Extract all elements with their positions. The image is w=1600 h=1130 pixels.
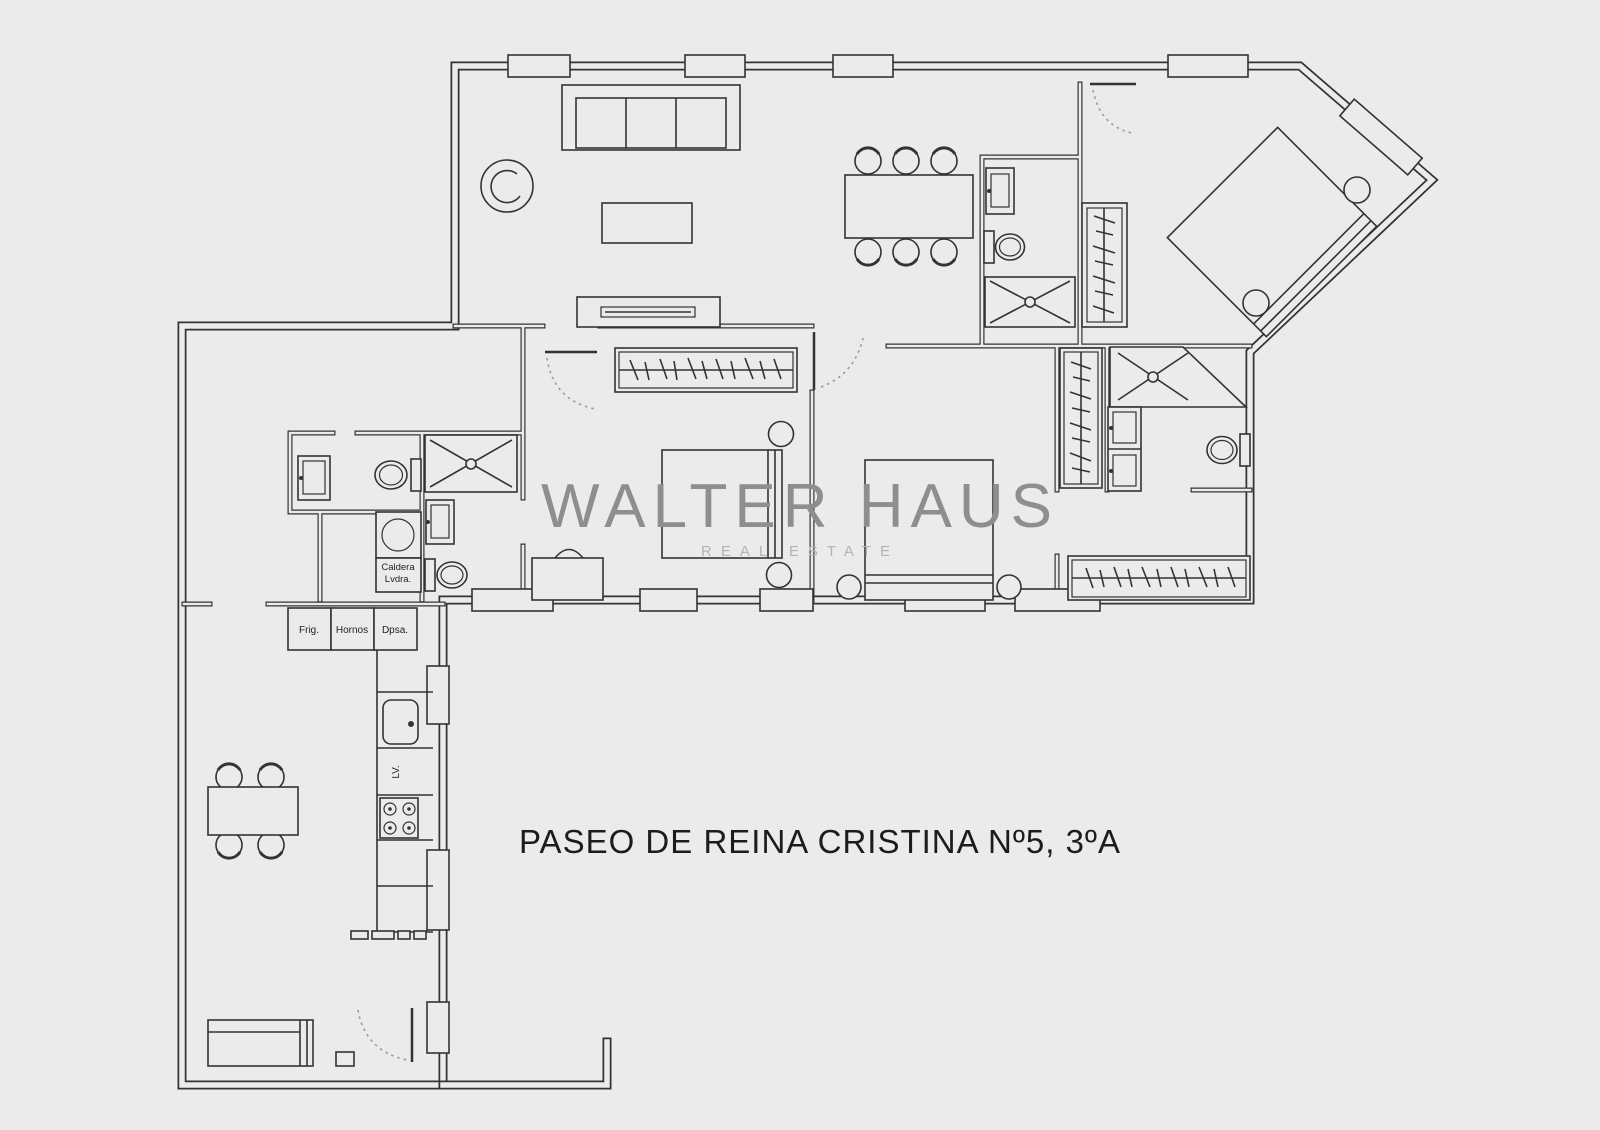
dining-chairs: [854, 146, 958, 267]
toilet: [424, 558, 468, 592]
armchair: [480, 159, 534, 213]
window: [684, 54, 746, 78]
master-bedroom: [1166, 126, 1378, 338]
window: [426, 665, 450, 725]
coffee-table: [601, 202, 693, 244]
nightstand: [767, 420, 795, 448]
nightstand: [1242, 289, 1270, 317]
dining-table: [844, 174, 974, 239]
fridge-label: Frig.: [299, 625, 319, 636]
wardrobe: [614, 347, 798, 393]
oven-label: Hornos: [336, 625, 368, 636]
appliance-cabinets: Frig. Hornos Dpsa.: [287, 607, 418, 651]
window: [759, 588, 814, 612]
sink: [985, 167, 1015, 215]
bedroom2-door-swing: [546, 357, 596, 410]
washing-machine: [375, 511, 422, 559]
bedroom3-door-swing: [820, 333, 865, 388]
dressing-wardrobe: [1067, 555, 1251, 601]
window: [832, 54, 894, 78]
windows: [426, 54, 1424, 1054]
shower: [984, 276, 1076, 328]
bench: [207, 1019, 355, 1067]
shower: [1109, 346, 1248, 408]
watermark-subtitle: REAL ESTATE: [701, 543, 899, 560]
side-table: [335, 1051, 355, 1067]
dishwasher-label: LV.: [391, 765, 402, 778]
entry-door-frame: [426, 1001, 450, 1054]
guest-bathroom: [983, 167, 1076, 328]
master-bathroom: [1067, 346, 1251, 601]
hall-closet: [1081, 202, 1128, 328]
nightstand: [836, 574, 862, 600]
desk: [531, 548, 604, 601]
kitchen-table-set: [207, 762, 299, 860]
nightstand: [765, 561, 793, 589]
living-room: [480, 84, 741, 328]
sink: [425, 499, 455, 545]
laundry-label: Lvdra.: [385, 574, 411, 585]
toilet: [1206, 433, 1251, 467]
entry-door-swing: [357, 1009, 408, 1061]
toilet: [983, 230, 1026, 264]
address-label: PASEO DE REINA CRISTINA Nº5, 3ºA: [519, 823, 1121, 860]
kitchen-counter: LV.: [350, 650, 433, 940]
boiler-cabinet: Caldera Lvdra.: [375, 557, 422, 593]
bedroom-3: [836, 347, 1103, 601]
counter-vent: [350, 930, 427, 940]
toilet: [374, 458, 422, 492]
window: [507, 54, 571, 78]
bed: [661, 449, 783, 559]
window: [639, 588, 698, 612]
tv-console: [576, 296, 721, 328]
window: [1167, 54, 1249, 78]
shower: [424, 434, 518, 493]
watermark: WALTER HAUS REAL ESTATE: [541, 472, 1059, 560]
bathroom-2: [424, 434, 518, 592]
window-diagonal: [1338, 98, 1424, 176]
double-vanity: [1107, 406, 1142, 492]
interior-walls: [181, 81, 1253, 607]
boiler-label: Caldera: [381, 562, 415, 573]
master-bed: [1166, 126, 1378, 338]
wardrobe: [1059, 347, 1103, 489]
window: [426, 849, 450, 931]
bedroom-2: [531, 347, 798, 601]
doors: [357, 82, 1136, 1062]
nightstand: [996, 574, 1022, 600]
bathroom-1: Caldera Lvdra.: [297, 455, 422, 593]
stove: [379, 797, 419, 839]
bed: [864, 459, 994, 601]
kitchen: Frig. Hornos Dpsa. LV.: [207, 607, 433, 1067]
watermark-title: WALTER HAUS: [541, 472, 1059, 541]
sink: [297, 455, 331, 501]
pantry-label: Dpsa.: [382, 625, 408, 636]
nightstand: [1343, 176, 1371, 204]
dining-area: [844, 146, 974, 267]
kitchen-table: [207, 786, 299, 836]
sofa: [561, 84, 741, 151]
master-hall-door-swing: [1092, 89, 1133, 134]
